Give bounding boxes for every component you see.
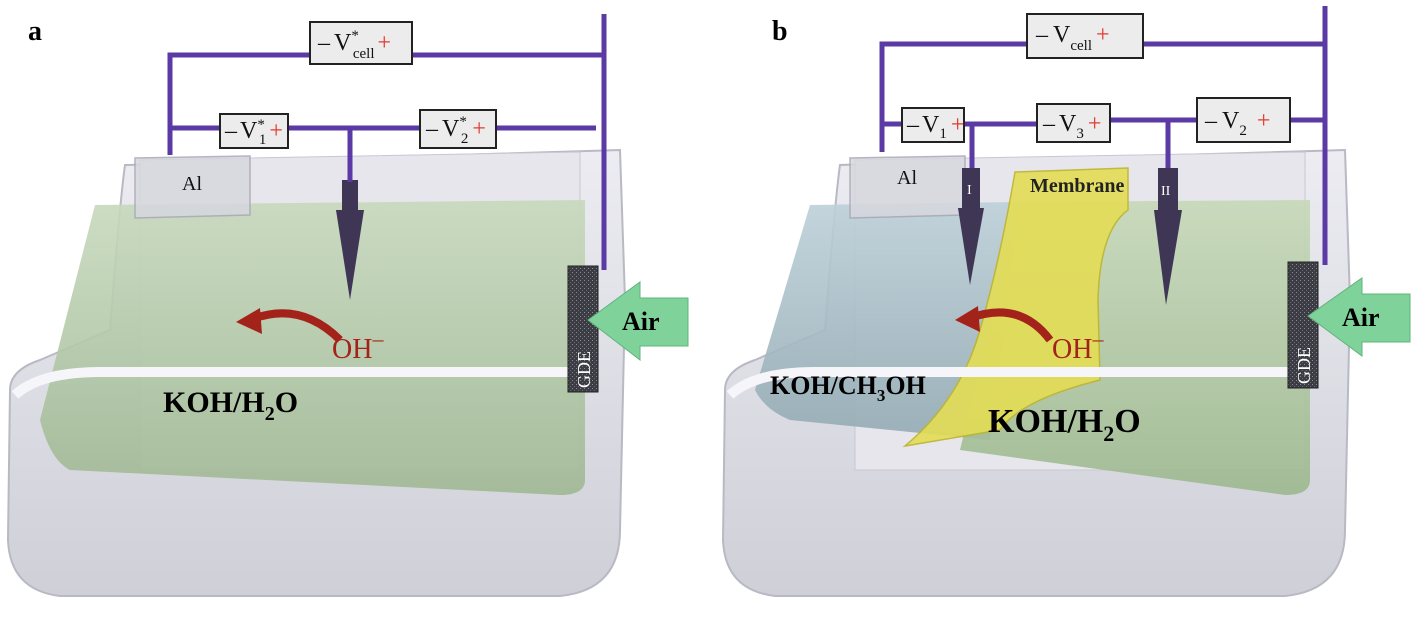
- voltmeter-cell: –V*cell+: [309, 21, 413, 65]
- svg-text:–V3+: –V3+: [1042, 111, 1101, 142]
- panel-b: b Membrane Al I II GDE Air OH–: [721, 6, 1411, 597]
- ion-arrow-head: [236, 308, 262, 334]
- electrode-label: Al: [897, 167, 917, 189]
- voltmeter-v3: –V3+: [1036, 103, 1111, 143]
- svg-text:–V*1+: –V*1+: [224, 117, 283, 148]
- svg-text:–V*cell+: –V*cell+: [317, 28, 391, 62]
- electrolyte: [40, 200, 585, 495]
- circuit-wires: [167, 14, 607, 270]
- gde-electrode: [567, 265, 599, 393]
- electrolyte-right-label: KOH/H2O: [988, 403, 1141, 446]
- aluminum-electrode: [134, 155, 251, 219]
- panel-letter: b: [772, 16, 788, 47]
- air-arrow: [587, 281, 689, 362]
- probe-1-label: I: [967, 183, 972, 198]
- reference-probe: [342, 180, 358, 210]
- ion-label: OH–: [1052, 326, 1104, 365]
- air-label: Air: [622, 307, 660, 336]
- voltmeter-v2: –V*2+: [419, 109, 497, 149]
- svg-text:–V1+: –V1+: [906, 112, 964, 142]
- voltmeter-v1: –V*1+: [219, 113, 289, 149]
- gde-electrode: [1287, 261, 1319, 389]
- voltmeter-v2: –V2+: [1196, 97, 1291, 143]
- gde-label: GDE: [574, 351, 594, 388]
- circuit-wires: [879, 6, 1328, 265]
- air-arrow: [1307, 277, 1411, 357]
- ion-arrow: [968, 308, 1054, 343]
- electrolyte-left: [755, 202, 1020, 440]
- electrode-label: Al: [182, 173, 202, 195]
- electrolyte-label: KOH/H2O: [163, 386, 298, 425]
- electrolyte-left-label: KOH/CH3OH: [770, 371, 926, 405]
- panel-a: a Al GDE Air OH– KOH/H2O: [6, 14, 689, 597]
- svg-text:–Vcell+: –Vcell+: [1035, 22, 1110, 54]
- reference-probe-1: [962, 168, 980, 208]
- panel-letter: a: [28, 16, 42, 47]
- svg-text:–V2+: –V2+: [1204, 108, 1270, 139]
- probe-2-label: II: [1161, 184, 1171, 199]
- gde-label: GDE: [1294, 347, 1314, 384]
- reference-probe-tip: [336, 210, 364, 300]
- reference-probe-2: [1158, 168, 1178, 210]
- voltmeter-v1: –V1+: [901, 107, 965, 143]
- cell-front-rim: [11, 367, 590, 399]
- reference-probe-2-tip: [1154, 210, 1182, 305]
- cell-front-rim: [726, 367, 1315, 399]
- reference-probe-1-tip: [958, 208, 984, 285]
- voltmeter-cell: –Vcell+: [1026, 13, 1144, 59]
- svg-text:–V*2+: –V*2+: [425, 114, 486, 147]
- ion-label: OH–: [332, 326, 384, 365]
- air-label: Air: [1342, 303, 1380, 332]
- ion-arrow-head: [955, 306, 980, 332]
- membrane-label: Membrane: [1030, 175, 1125, 197]
